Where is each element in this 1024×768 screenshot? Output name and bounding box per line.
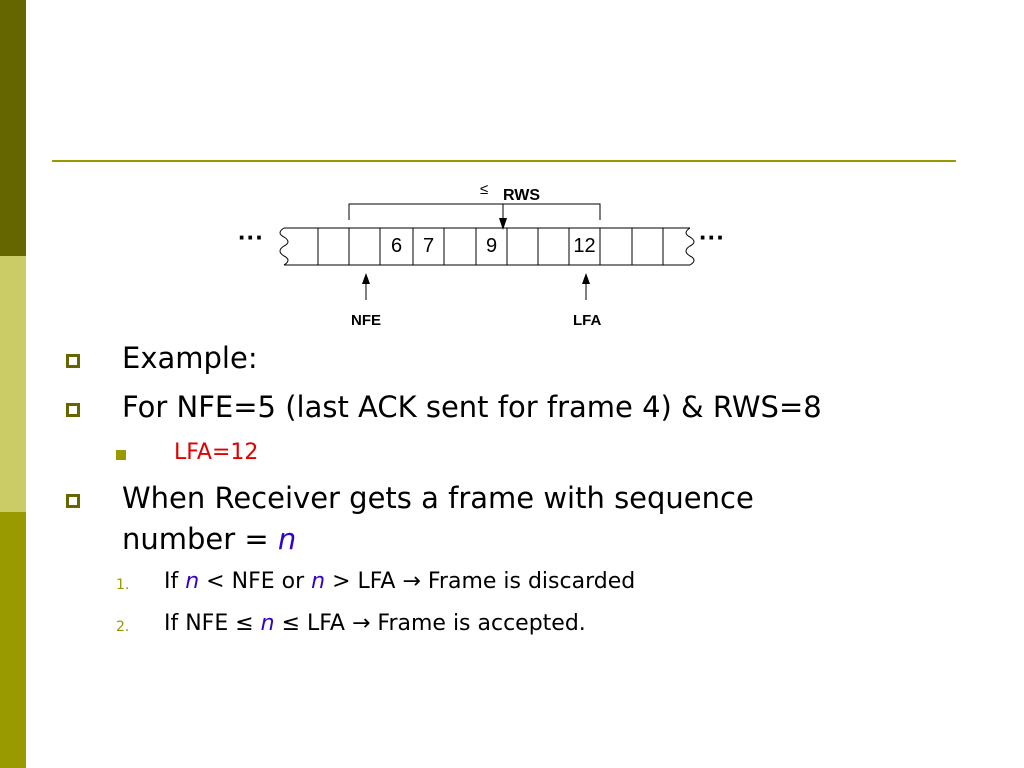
text-part: If NFE ≤ [164,611,261,636]
text-part: If [164,569,186,594]
cell-label: 9 [486,235,497,257]
side-bar-top [0,0,26,256]
bullet-example: Example: [122,341,258,375]
bullet-receiver-line2: number = n [122,522,296,556]
receiver-text: number = [122,522,278,556]
cell-label: 6 [391,235,402,257]
sub-bullet-lfa: LFA=12 [174,440,259,465]
variable-n: n [260,611,275,636]
ellipsis-left: ··· [238,222,264,252]
cell-label: 12 [573,235,595,257]
right-break [685,227,695,266]
rws-bracket [348,203,601,220]
numbered-item-2: If NFE ≤ n ≤ LFA → Frame is accepted. [164,611,586,636]
numbered-marker-2: 2. [116,619,130,635]
sub-bullet-marker [116,450,126,460]
leq-symbol: ≤ [480,181,488,198]
lfa-pointer-head [582,273,590,284]
nfe-pointer-head [362,273,370,284]
variable-n: n [277,522,297,556]
rws-pointer-head [499,218,507,230]
left-break [279,227,289,266]
lfa-label: LFA [573,312,601,329]
variable-n: n [311,569,326,594]
ellipsis-right: ··· [699,222,725,252]
cell-dividers [317,228,664,265]
bullet-marker [66,494,80,508]
title-divider [52,160,956,162]
bullet-receiver-line1: When Receiver gets a frame with sequence [122,481,754,515]
text-part: < NFE or [199,569,312,594]
variable-n: n [185,569,200,594]
bullet-marker [66,403,80,417]
side-bar-bottom [0,512,26,768]
bullet-nfe-rws: For NFE=5 (last ACK sent for frame 4) & … [122,390,822,424]
rws-label: RWS [503,187,540,204]
nfe-label: NFE [351,312,381,329]
cell-label: 7 [423,235,434,257]
numbered-item-1: If n < NFE or n > LFA → Frame is discard… [164,569,635,594]
text-part: ≤ LFA → Frame is accepted. [274,611,586,636]
side-bar-middle [0,256,26,512]
numbered-marker-1: 1. [116,577,130,593]
text-part: > LFA → Frame is discarded [325,569,636,594]
bullet-marker [66,354,80,368]
